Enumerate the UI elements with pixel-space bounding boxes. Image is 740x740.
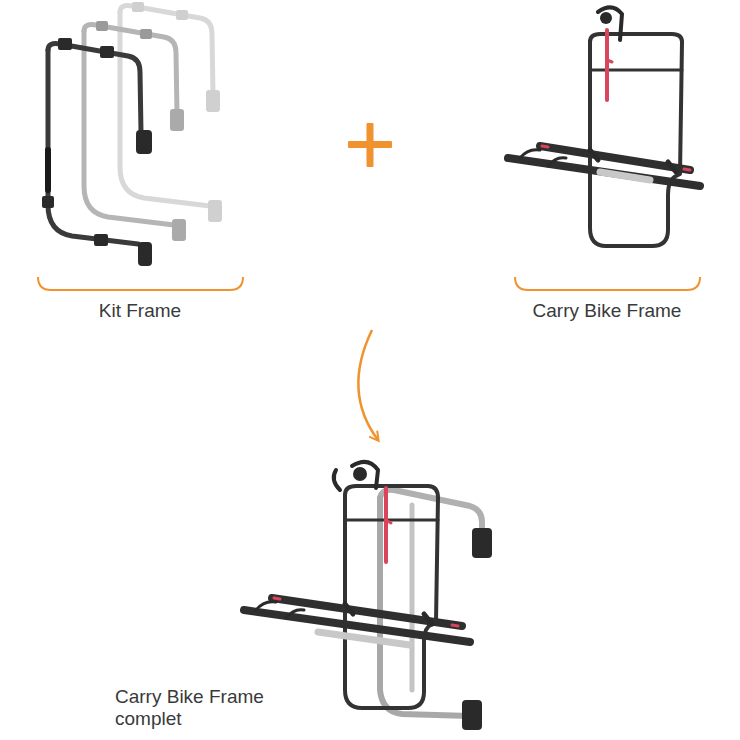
caption-label: Carry Bike Frame	[507, 300, 707, 322]
complete-frame-illustration-part	[256, 602, 304, 618]
kit-frame-illustration	[42, 2, 222, 266]
kit-frame-front-part	[48, 50, 138, 244]
kit-frame-front-part	[138, 242, 152, 266]
bracket	[38, 277, 243, 290]
caption-label: Kit Frame	[40, 300, 240, 322]
carry-bike-frame-illustration-part	[590, 34, 682, 42]
kit-frame-front-part	[58, 38, 72, 50]
complete-frame-illustration-part	[345, 486, 438, 498]
complete-frame-illustration-part	[274, 598, 458, 626]
complete-frame-illustration-part	[462, 700, 482, 730]
kit-frame-back-part	[132, 2, 144, 12]
complete-frame-illustration-part	[410, 505, 415, 690]
carry-bike-frame-illustration-part	[590, 42, 682, 246]
kit-frame-middle	[84, 21, 186, 241]
kit-frame-front-part	[100, 46, 114, 58]
caption-label: Carry Bike Frame complet	[115, 686, 291, 731]
kit-frame-back-part	[208, 200, 222, 222]
kit-frame-back-part	[206, 90, 220, 112]
kit-frame-middle-part	[84, 25, 177, 113]
complete-frame-illustration-part	[386, 520, 391, 523]
kit-frame-middle-part	[172, 219, 186, 241]
carry-bike-frame-illustration-part	[605, 30, 609, 100]
complete-frame-illustration-part	[345, 519, 438, 522]
kit-frame-back-part	[176, 10, 188, 20]
kit-frame-back	[120, 2, 222, 222]
complete-frame-illustration-part	[345, 495, 438, 708]
carry-bike-frame-illustration-part	[607, 60, 612, 62]
complete-frame-illustration-part	[380, 490, 482, 540]
kit-frame-front-part	[94, 234, 108, 246]
plus-sign	[348, 123, 392, 167]
complete-frame-illustration-part	[318, 632, 410, 645]
kit-frame-front-part	[48, 44, 141, 132]
kit-frame-back-part	[120, 6, 213, 94]
carry-bike-frame-illustration-part	[520, 150, 566, 166]
kit-frame-middle-part	[84, 31, 174, 225]
complete-frame-illustration-part	[384, 488, 388, 562]
carry-bike-frame-illustration-part	[600, 172, 650, 180]
flow-arrow	[358, 330, 378, 440]
kit-frame-middle-part	[96, 21, 108, 31]
kit-frame-front-part	[136, 130, 152, 154]
kit-frame-front	[42, 38, 152, 266]
kit-frame-middle-part	[140, 29, 152, 39]
complete-frame-illustration-part	[472, 528, 492, 558]
kit-frame-back-part	[120, 12, 210, 206]
bracket	[515, 277, 700, 290]
complete-frame-illustration	[244, 462, 492, 730]
kit-frame-front-part	[45, 150, 51, 190]
carry-bike-frame-illustration-part	[600, 12, 612, 24]
carry-bike-frame-illustration-part	[598, 7, 622, 40]
carry-bike-frame-illustration-part	[590, 69, 682, 72]
carry-bike-frame-illustration-part	[590, 150, 676, 172]
complete-frame-illustration-part	[352, 462, 378, 488]
complete-frame-illustration-part	[345, 604, 432, 624]
kit-frame-front-part	[42, 196, 54, 208]
plus-sign-part	[367, 123, 374, 167]
complete-frame-illustration-part	[353, 467, 367, 481]
complete-frame-illustration-part	[334, 470, 340, 490]
carry-bike-frame-illustration	[508, 7, 700, 246]
kit-frame-middle-part	[170, 109, 184, 131]
